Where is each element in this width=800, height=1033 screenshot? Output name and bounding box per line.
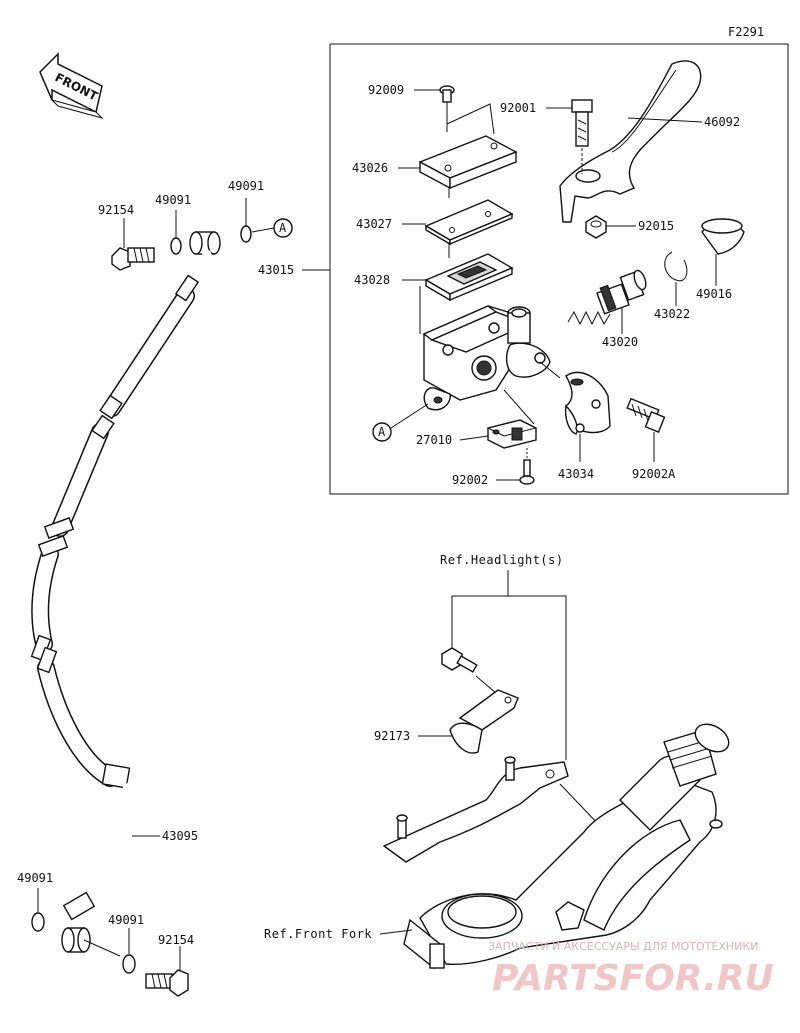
label-43022: 43022 xyxy=(654,307,690,321)
brake-lever xyxy=(559,60,702,223)
assembly-frame xyxy=(329,43,789,495)
label-43026: 43026 xyxy=(352,161,388,175)
figure-code: F2291 xyxy=(728,25,764,39)
piston-kit xyxy=(567,269,647,326)
pivot-bolt xyxy=(571,99,593,147)
diaphragm xyxy=(424,253,514,302)
label-92009: 92009 xyxy=(368,83,404,97)
label-49091-bottom-1: 49091 xyxy=(17,871,53,885)
ref-front-fork: Ref.Front Fork xyxy=(264,927,372,941)
diaphragm-plate xyxy=(424,199,514,246)
bracket-bolt xyxy=(441,647,478,673)
lever-nut xyxy=(585,215,607,239)
washer-top-1 xyxy=(170,237,182,255)
reservoir-cap xyxy=(418,135,518,190)
label-92154-bottom: 92154 xyxy=(158,933,194,947)
label-46092: 46092 xyxy=(704,115,740,129)
washer-top-2 xyxy=(240,225,252,243)
label-43020: 43020 xyxy=(602,335,638,349)
label-49091-bottom-2: 49091 xyxy=(108,913,144,927)
hose-banjo-top xyxy=(189,231,221,255)
label-27010: 27010 xyxy=(416,433,452,447)
clamp-bolt xyxy=(626,397,666,433)
label-92015: 92015 xyxy=(638,219,674,233)
label-49016: 49016 xyxy=(696,287,732,301)
callout-a-top xyxy=(273,218,293,238)
master-cylinder-body xyxy=(422,305,561,425)
label-43027: 43027 xyxy=(356,217,392,231)
label-43095: 43095 xyxy=(162,829,198,843)
washer-bottom-1 xyxy=(31,912,45,932)
brake-hose xyxy=(30,250,215,921)
hose-banjo-bottom xyxy=(61,927,91,953)
callout-a-top-text: A xyxy=(279,221,287,235)
brake-light-switch xyxy=(486,419,538,449)
dust-boot xyxy=(701,218,745,255)
label-92001: 92001 xyxy=(500,101,536,115)
label-92002A: 92002A xyxy=(632,467,676,481)
ref-headlight: Ref.Headlight(s) xyxy=(440,553,564,567)
callout-a-bottom xyxy=(372,422,392,442)
watermark-tagline: ЗАПЧАСТИ И АКСЕССУАРЫ ДЛЯ МОТОТЕХНИКИ xyxy=(488,940,758,953)
headlight-bracket xyxy=(382,756,569,863)
washer-bottom-2 xyxy=(122,954,136,974)
handlebar-clamp xyxy=(564,371,611,435)
label-92002: 92002 xyxy=(452,473,488,487)
banjo-bolt-top xyxy=(111,247,155,271)
front-arrow-icon: FRONT xyxy=(39,52,104,119)
label-43015: 43015 xyxy=(258,263,294,277)
label-92173: 92173 xyxy=(374,729,410,743)
hose-clamp-bracket xyxy=(449,689,519,754)
circlip xyxy=(664,251,688,282)
watermark-brand: PARTSFOR.RU xyxy=(492,958,774,999)
label-43028: 43028 xyxy=(354,273,390,287)
switch-screw xyxy=(519,459,535,485)
steering-stem xyxy=(403,723,730,970)
banjo-bolt-bottom xyxy=(145,969,189,997)
label-49091-top-1: 49091 xyxy=(155,193,191,207)
label-49091-top-2: 49091 xyxy=(228,179,264,193)
cap-screw xyxy=(439,85,455,103)
label-92154-top: 92154 xyxy=(98,203,134,217)
label-43034: 43034 xyxy=(558,467,594,481)
callout-a-bottom-text: A xyxy=(378,425,386,439)
